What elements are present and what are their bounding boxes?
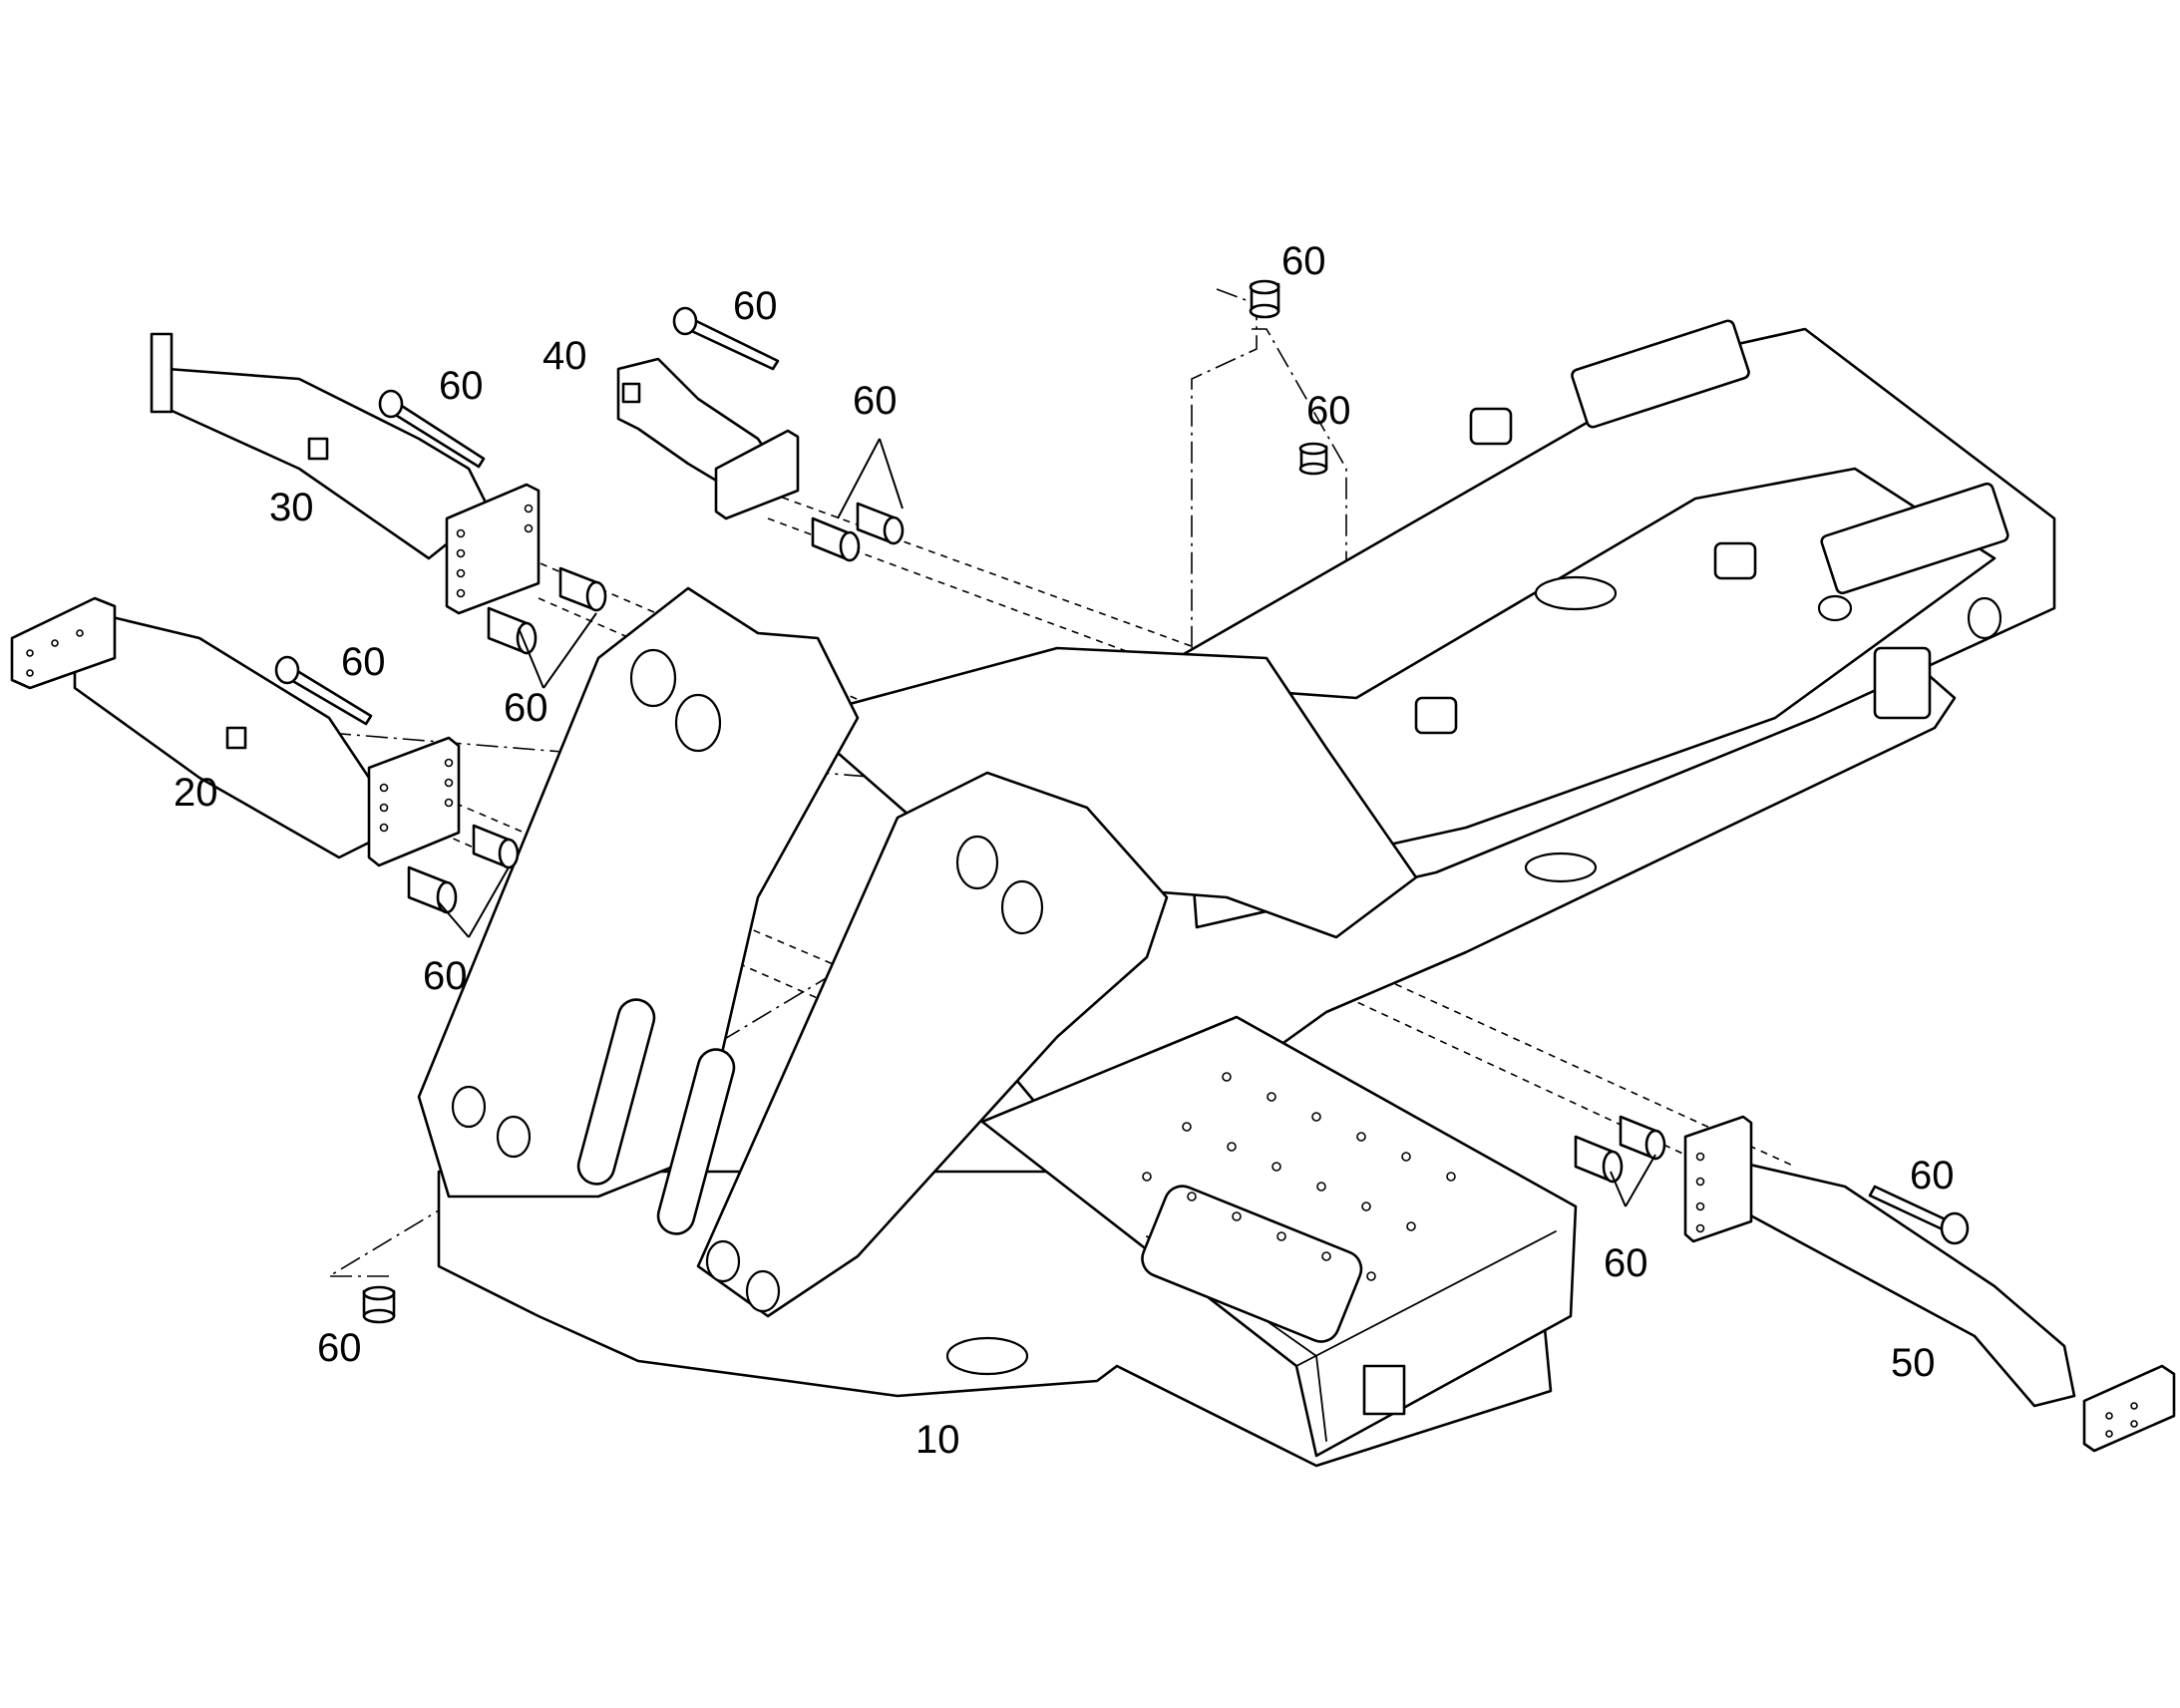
frame-plate-hole-grid [1142, 1072, 1456, 1281]
frame-corner-block [1362, 1364, 1406, 1416]
frame-web-slot-1 [576, 998, 656, 1186]
callout-bushing-50: 60 [1604, 1241, 1648, 1285]
outrigger-30-slot [307, 437, 329, 461]
callout-pin-top-lower: 60 [1306, 389, 1351, 433]
frame-lug-mid [1713, 541, 1757, 580]
pin-40 [672, 306, 780, 371]
frame-pin-hole-3 [955, 835, 999, 890]
frame-side-hole [1967, 596, 2002, 640]
outrigger-40-mount-plate [714, 429, 800, 520]
frame-rear-pad-right [1820, 482, 2009, 595]
bushing-top-lower [1298, 442, 1328, 476]
frame-slot-hole-2 [1524, 852, 1598, 883]
frame-pin-hole-2 [674, 693, 722, 753]
pin-20 [274, 655, 373, 726]
frame-right-boom-tower [696, 771, 1169, 1318]
outrigger-20-slot [225, 726, 247, 750]
callout-outrigger-30: 30 [269, 486, 314, 529]
frame-pin-hole-4 [1000, 879, 1044, 935]
bushing-50-upper [1619, 1115, 1666, 1161]
frame-round-hole [1817, 594, 1853, 622]
callout-bushing-bottom: 60 [317, 1326, 362, 1370]
outrigger-50 [1683, 1115, 2176, 1453]
frame-side-pad [1873, 646, 1932, 720]
frame-center-hole [945, 1336, 1029, 1376]
frame-rear-pad-left [1571, 319, 1750, 429]
frame-lug-left [1469, 407, 1513, 446]
bushing-50-lower [1574, 1135, 1624, 1184]
pin-30 [378, 389, 486, 469]
bushing-20-upper [472, 824, 520, 869]
callout-bushing-40: 60 [853, 379, 898, 423]
pin-50 [1868, 1185, 1970, 1245]
callout-outrigger-40: 40 [543, 334, 587, 378]
callout-outrigger-20: 20 [174, 771, 218, 815]
callout-pin-50: 60 [1910, 1154, 1955, 1197]
bushing-top-upper [1249, 279, 1280, 319]
frame-lug-low [1414, 696, 1458, 735]
bushing-40-upper [856, 502, 905, 545]
frame-side-plate [1141, 1185, 1363, 1343]
outrigger-20-end-plate [10, 596, 117, 690]
leader-lines [438, 438, 1656, 1207]
bushing-20-lower [407, 865, 458, 914]
outrigger-40-slot [621, 382, 641, 404]
callout-pin-30: 60 [439, 364, 484, 408]
outrigger-30 [150, 332, 541, 615]
frame-left-boom-tower [417, 586, 860, 1198]
bushing-30-upper [558, 566, 607, 612]
callout-labels: 10 20 30 40 50 60 60 60 60 60 60 60 60 6… [174, 239, 1955, 1462]
bushing-30-lower [487, 606, 538, 655]
frame-pin-hole-8 [745, 1269, 781, 1313]
outrigger-50-mount-plate [1683, 1115, 1753, 1243]
callout-pin-top-upper: 60 [1281, 239, 1326, 283]
frame-pin-hole-6 [496, 1115, 532, 1159]
frame-pin-hole-7 [705, 1239, 741, 1283]
pins-and-bushings [274, 279, 1970, 1324]
callout-bushing-30: 60 [504, 686, 548, 730]
frame-pin-hole-1 [629, 648, 677, 708]
outrigger-50-arm [1713, 1155, 2076, 1408]
outrigger-20-mount-plate [367, 736, 461, 867]
bushing-bottom [362, 1285, 396, 1324]
frame-pin-hole-5 [451, 1085, 487, 1129]
outrigger-30-end-plate [150, 332, 174, 414]
outrigger-20 [10, 596, 461, 867]
outrigger-30-mount-plate [445, 483, 541, 615]
frame-web-slot-2 [656, 1048, 736, 1235]
bushing-40-lower [811, 516, 861, 562]
main-frame [417, 319, 2056, 1468]
callout-pin-40: 60 [733, 284, 778, 328]
callout-pin-20: 60 [341, 640, 386, 684]
callout-outrigger-50: 50 [1891, 1341, 1936, 1385]
callout-bushing-20: 60 [423, 954, 468, 998]
outrigger-40 [616, 357, 800, 520]
callout-frame: 10 [915, 1418, 960, 1462]
frame-slot-hole [1534, 575, 1618, 611]
outrigger-50-end-plate [2082, 1364, 2176, 1453]
